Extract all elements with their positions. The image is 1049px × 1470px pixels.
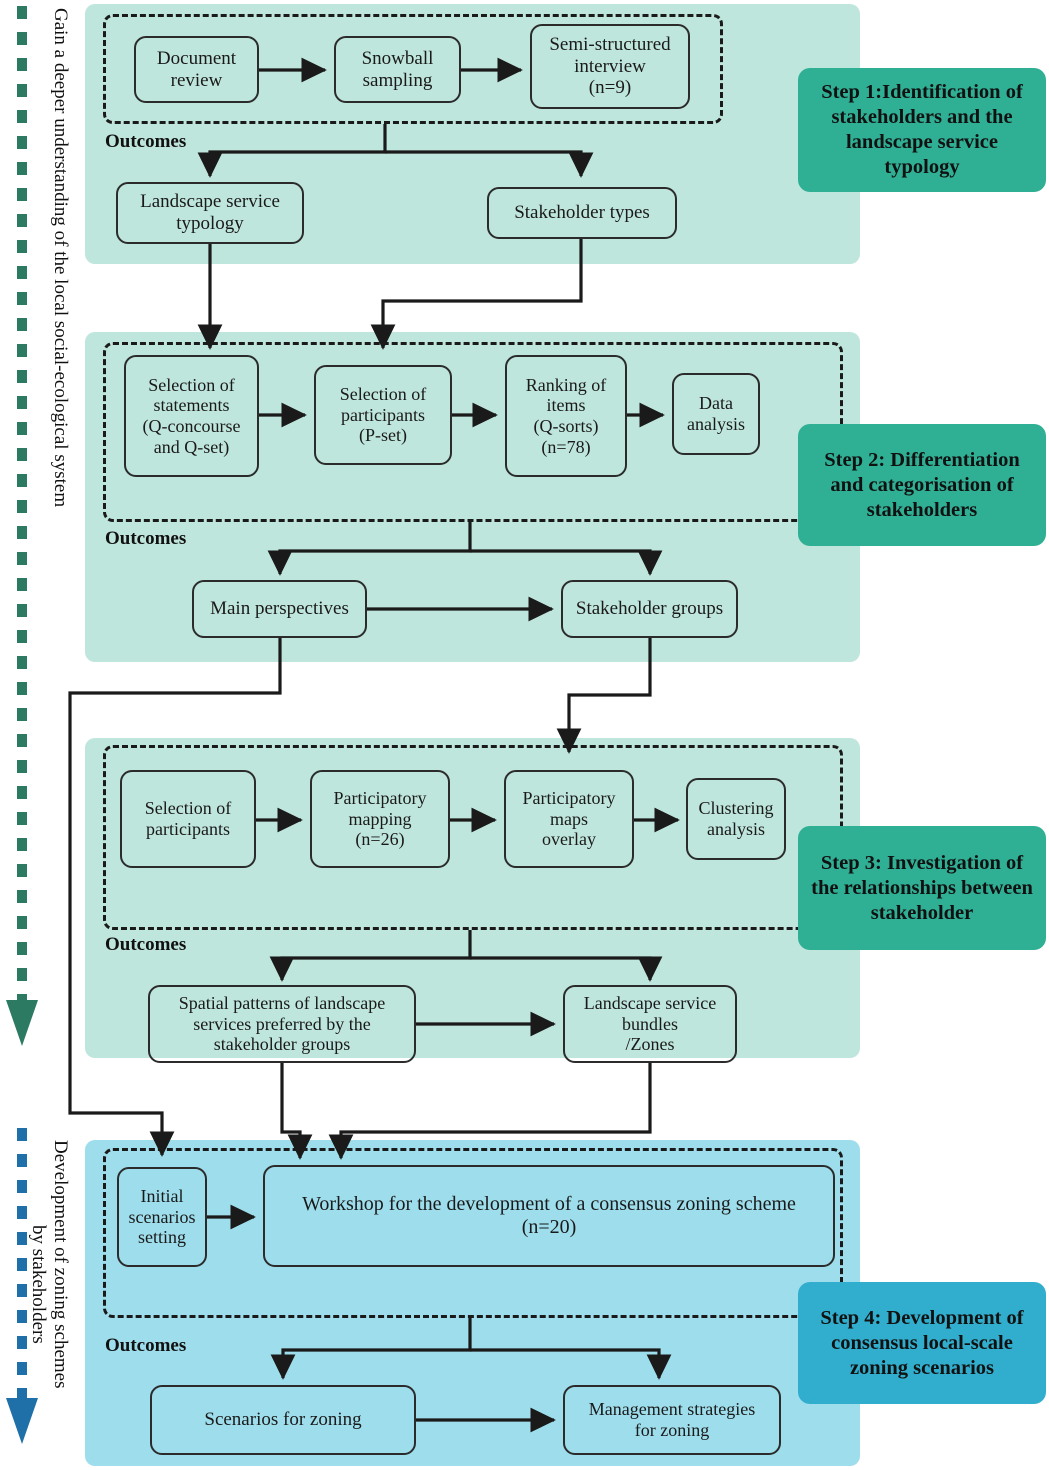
node-stakeholder-groups[interactable]: Stakeholder groups (561, 580, 738, 638)
node-main-perspectives[interactable]: Main perspectives (192, 580, 367, 638)
step2-label: Step 2: Differentiation and categorisati… (798, 424, 1046, 546)
step1-outcomes-label: Outcomes (105, 131, 187, 152)
step2-panel (85, 332, 860, 662)
step3-label: Step 3: Investigation of the relationshi… (798, 826, 1046, 950)
blue-arrow-label-line2: by stakeholders (28, 1225, 49, 1344)
node-scenarios-for-zoning[interactable]: Scenarios for zoning (150, 1385, 416, 1455)
step1-process-frame (103, 14, 723, 124)
step1-label: Step 1:Identification of stakeholders an… (798, 68, 1046, 192)
step4-panel (85, 1140, 860, 1466)
step3-outcomes-label: Outcomes (105, 934, 187, 955)
green-arrow-label-text: Gain a deeper understanding of the local… (50, 8, 71, 508)
green-dashed-line (6, 6, 38, 1046)
step2-outcomes-label: Outcomes (105, 528, 187, 549)
node-consensus-zoning-workshop[interactable]: Workshop for the development of a consen… (263, 1165, 835, 1267)
step4-outcomes-label: Outcomes (105, 1335, 187, 1356)
blue-arrow-label-line1: Development of zoning schemes (50, 1140, 71, 1389)
node-stakeholder-types[interactable]: Stakeholder types (487, 187, 677, 239)
step4-label: Step 4: Development of consensus local-s… (798, 1282, 1046, 1404)
